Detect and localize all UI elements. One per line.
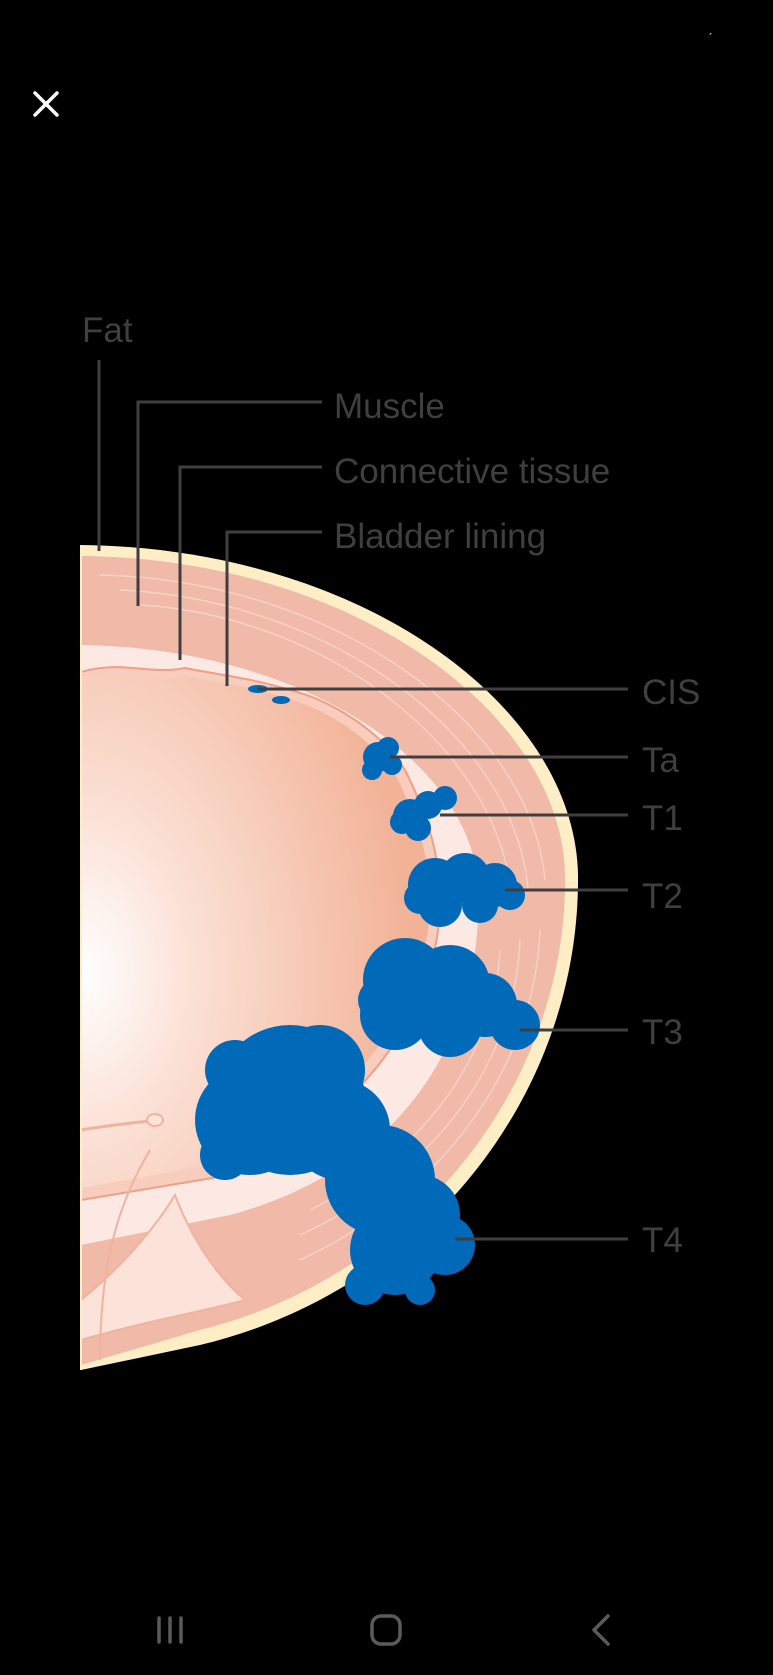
label-fat: Fat	[82, 311, 133, 350]
urethra-outline	[81, 1192, 248, 1342]
navigation-bar	[0, 1590, 773, 1675]
home-icon	[370, 1614, 402, 1646]
leader-lines	[97, 360, 628, 1241]
leader-muscle	[136, 400, 322, 606]
bladder-cross-section	[81, 545, 579, 1370]
tumors	[195, 685, 540, 1305]
label-muscle: Muscle	[334, 387, 445, 426]
close-icon	[33, 91, 59, 117]
tumor-t3	[358, 938, 540, 1057]
label-ta: Ta	[642, 741, 679, 780]
tumor-t1	[390, 786, 457, 841]
back-icon	[592, 1614, 610, 1646]
close-button[interactable]	[26, 84, 66, 124]
back-button[interactable]	[562, 1590, 642, 1670]
leader-lining	[225, 530, 322, 686]
tumor-t2	[404, 853, 525, 927]
label-cis: CIS	[642, 673, 701, 712]
recent-apps-icon	[157, 1616, 183, 1644]
recent-apps-button[interactable]	[130, 1590, 210, 1670]
tumor-ta	[362, 737, 402, 780]
label-t3: T3	[642, 1013, 683, 1052]
label-connective-tissue: Connective tissue	[334, 452, 611, 491]
tumor-t4	[195, 1025, 475, 1305]
home-button[interactable]	[346, 1590, 426, 1670]
label-t1: T1	[642, 799, 683, 838]
label-bladder-lining: Bladder lining	[334, 517, 547, 556]
leader-connective	[178, 465, 322, 660]
label-t2: T2	[642, 877, 683, 916]
status-mark: ˊ	[708, 30, 713, 46]
label-t4: T4	[642, 1221, 683, 1260]
